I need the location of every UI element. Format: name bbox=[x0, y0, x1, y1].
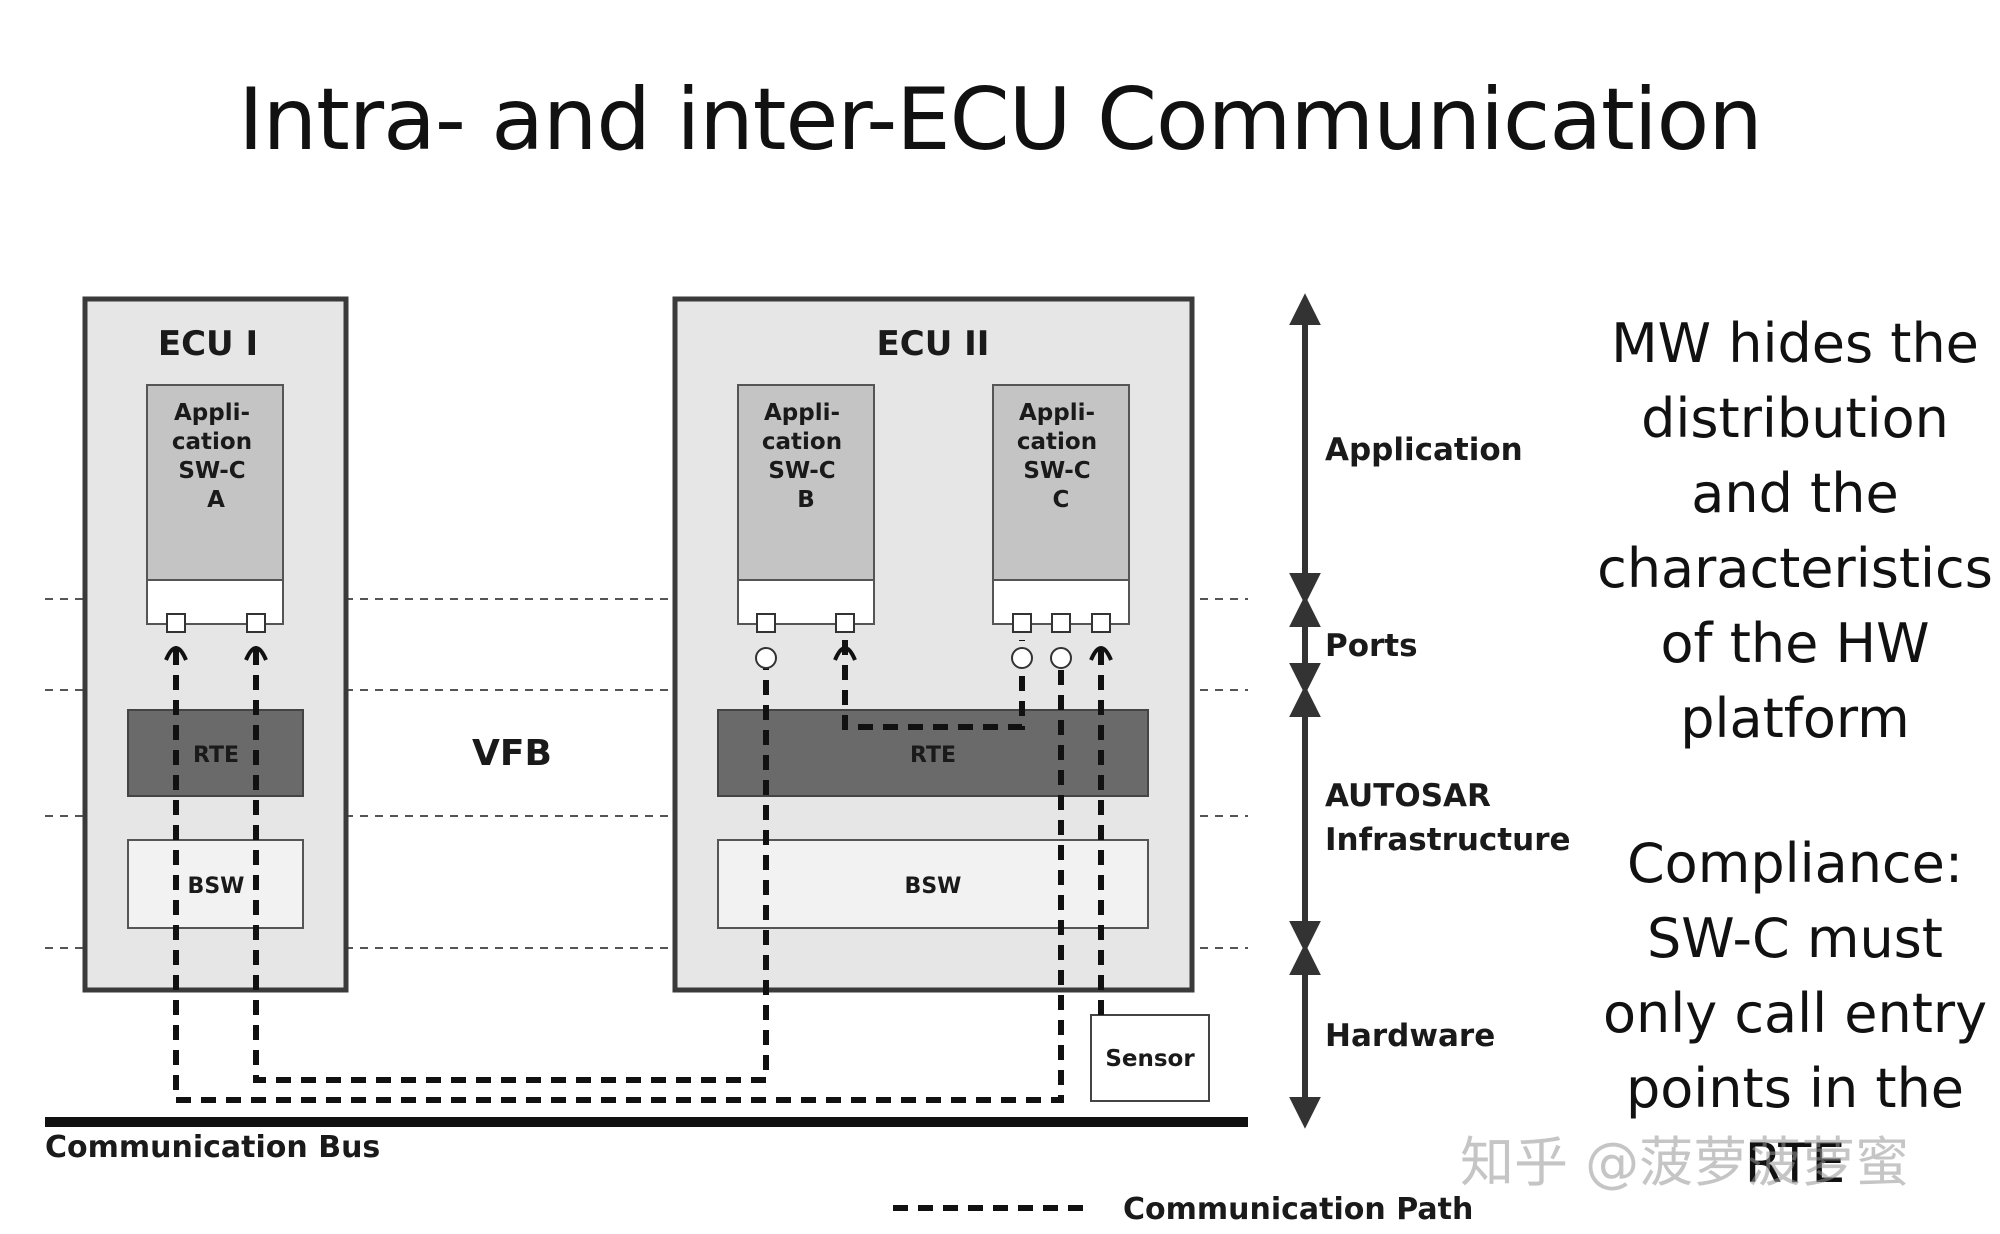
note-line: distribution bbox=[1641, 387, 1949, 450]
port-arrow-a2 bbox=[244, 646, 268, 661]
swc-c-box bbox=[992, 384, 1130, 581]
port-connector-b1 bbox=[755, 647, 777, 669]
port-arrow-c3 bbox=[1089, 646, 1113, 661]
note-line: characteristics bbox=[1597, 537, 1993, 600]
ports bbox=[166, 613, 1111, 669]
ecu-2-label: ECU II bbox=[877, 324, 990, 364]
layer-label-autosar: AUTOSAR bbox=[1325, 778, 1491, 814]
communication-bus-label: Communication Bus bbox=[45, 1130, 380, 1165]
note-line: only call entry bbox=[1602, 982, 1988, 1045]
swc-a-box bbox=[146, 384, 284, 581]
layer-label-hardware: Hardware bbox=[1325, 1018, 1495, 1054]
swc-b-label: Appli- cation SW-C B bbox=[762, 400, 850, 513]
port-arrows bbox=[164, 646, 1113, 661]
swc-a-label: Appli- cation SW-C A bbox=[172, 400, 260, 513]
port-c1 bbox=[1012, 613, 1032, 633]
axis-hardware-arrow-top bbox=[1289, 943, 1321, 975]
note-line: RTE bbox=[1744, 1132, 1846, 1195]
rte-ecu-1-label: RTE bbox=[193, 743, 239, 768]
port-connector-c2 bbox=[1050, 647, 1072, 669]
note-line: SW-C must bbox=[1647, 907, 1943, 970]
vfb-label: VFB bbox=[472, 733, 552, 774]
port-c2 bbox=[1051, 613, 1071, 633]
axis-ports-arrow-bottom bbox=[1289, 663, 1321, 695]
note-line: MW hides the bbox=[1611, 312, 1979, 375]
bsw-ecu-2-label: BSW bbox=[905, 874, 962, 899]
port-b2 bbox=[835, 613, 855, 633]
sensor-box bbox=[1090, 1014, 1210, 1102]
bsw-ecu-1 bbox=[127, 839, 304, 929]
layer-label-infrastructure: Infrastructure bbox=[1325, 822, 1571, 858]
port-a1 bbox=[166, 613, 186, 633]
axis-infrastructure-arrow-top bbox=[1289, 685, 1321, 717]
axis-application-arrow-top bbox=[1289, 293, 1321, 325]
path-b-to-c-via-rte bbox=[842, 640, 1025, 730]
port-arrow-b2 bbox=[833, 646, 857, 661]
path-a-to-c bbox=[173, 650, 1064, 1103]
legend-label: Communication Path bbox=[1123, 1192, 1473, 1227]
note-middleware: MW hides the distribution and the charac… bbox=[1590, 306, 2000, 756]
swc-b-box bbox=[737, 384, 875, 581]
port-arrow-a1 bbox=[164, 646, 188, 661]
axis-application-arrow-bottom bbox=[1289, 573, 1321, 605]
rte-ecu-1 bbox=[127, 709, 304, 797]
layer-label-application: Application bbox=[1325, 432, 1523, 468]
axis-hardware-arrow-bottom bbox=[1289, 1097, 1321, 1129]
communication-bus bbox=[45, 1117, 1248, 1127]
note-line: of the HW bbox=[1660, 612, 1930, 675]
page-title: Intra- and inter-ECU Communication bbox=[238, 70, 1763, 170]
note-line: Compliance: bbox=[1626, 832, 1964, 895]
note-line: platform bbox=[1680, 687, 1910, 750]
port-connector-c1 bbox=[1011, 647, 1033, 669]
note-line: and the bbox=[1691, 462, 1899, 525]
port-a2 bbox=[246, 613, 266, 633]
layer-label-ports: Ports bbox=[1325, 628, 1418, 664]
note-line: points in the bbox=[1625, 1057, 1965, 1120]
bsw-ecu-2 bbox=[717, 839, 1149, 929]
axis-ports-arrow-top bbox=[1289, 595, 1321, 627]
axis-infrastructure-arrow-bottom bbox=[1289, 921, 1321, 953]
port-b1 bbox=[756, 613, 776, 633]
sensor-label: Sensor bbox=[1105, 1046, 1195, 1072]
communication-paths bbox=[173, 640, 1104, 1103]
note-compliance: Compliance: SW-C must only call entry po… bbox=[1590, 826, 2000, 1201]
layer-axis bbox=[1289, 293, 1321, 1129]
path-a-to-b bbox=[253, 650, 769, 1083]
rte-ecu-2-label: RTE bbox=[910, 743, 956, 768]
bsw-ecu-1-label: BSW bbox=[188, 874, 245, 899]
swc-c-label: Appli- cation SW-C C bbox=[1017, 400, 1105, 513]
ecu-1-label: ECU I bbox=[158, 324, 258, 364]
watermark: 知乎 @菠萝菠萝蜜 bbox=[1460, 1131, 1910, 1194]
port-c3 bbox=[1091, 613, 1111, 633]
